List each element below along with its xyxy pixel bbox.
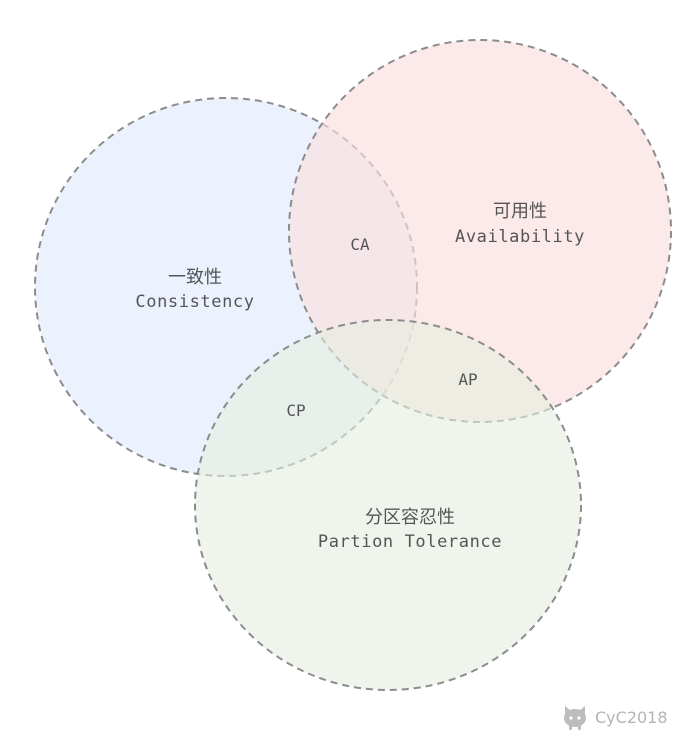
watermark-text: CyC2018: [595, 708, 668, 727]
availability-label-en: Availability: [455, 227, 585, 247]
ca-overlap-label: CA: [350, 235, 370, 254]
availability-label-zh: 可用性: [493, 201, 547, 222]
cp-overlap-label: CP: [286, 401, 305, 420]
partition-tolerance-label-zh: 分区容忍性: [365, 507, 455, 528]
consistency-label-zh: 一致性: [168, 267, 222, 288]
partition-tolerance-circle: [194, 319, 582, 691]
partition-tolerance-label-en: Partion Tolerance: [318, 532, 502, 552]
consistency-label-en: Consistency: [135, 292, 254, 312]
ap-overlap-label: AP: [458, 370, 477, 389]
github-octocat-icon: [564, 706, 586, 730]
